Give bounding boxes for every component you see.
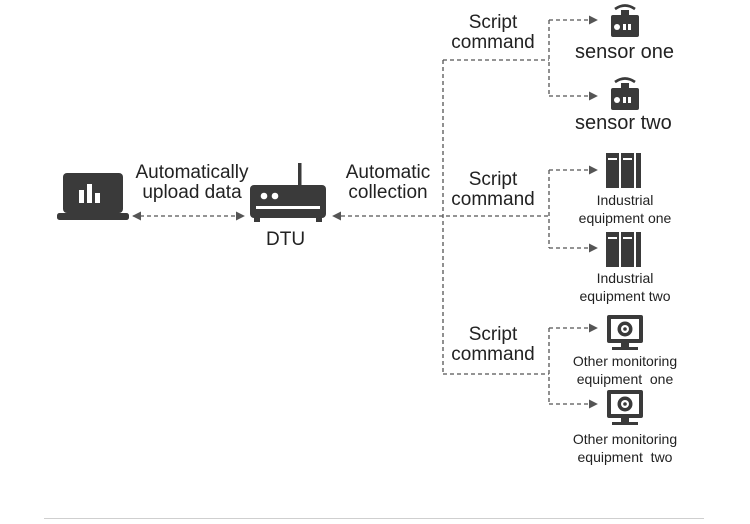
script-command-label-2: Script command [451,169,535,210]
monitor-camera-icon [607,390,643,425]
script-command-label-1: Script command [451,12,535,53]
device-label-industrial-two: Industrial equipment two [579,270,671,305]
collection-label: Automatic collection [345,162,431,203]
sensor-icon [611,77,639,110]
sensor-icon [611,4,639,37]
router-icon [250,163,326,222]
device-label-monitoring-two: Other monitoring equipment two [572,431,678,466]
server-cabinet-icon [606,232,641,267]
server-cabinet-icon [606,153,641,188]
laptop-chart-icon [57,173,129,220]
device-label-sensor-one: sensor one [575,41,674,63]
device-label-monitoring-one: Other monitoring equipment one [572,353,678,388]
upload-label: Automatically upload data [135,162,249,203]
dtu-label: DTU [266,229,306,250]
script-command-label-3: Script command [451,324,535,365]
monitor-camera-icon [607,315,643,350]
bottom-divider [44,518,704,519]
device-label-industrial-one: Industrial equipment one [578,192,672,227]
device-label-sensor-two: sensor two [575,112,672,134]
